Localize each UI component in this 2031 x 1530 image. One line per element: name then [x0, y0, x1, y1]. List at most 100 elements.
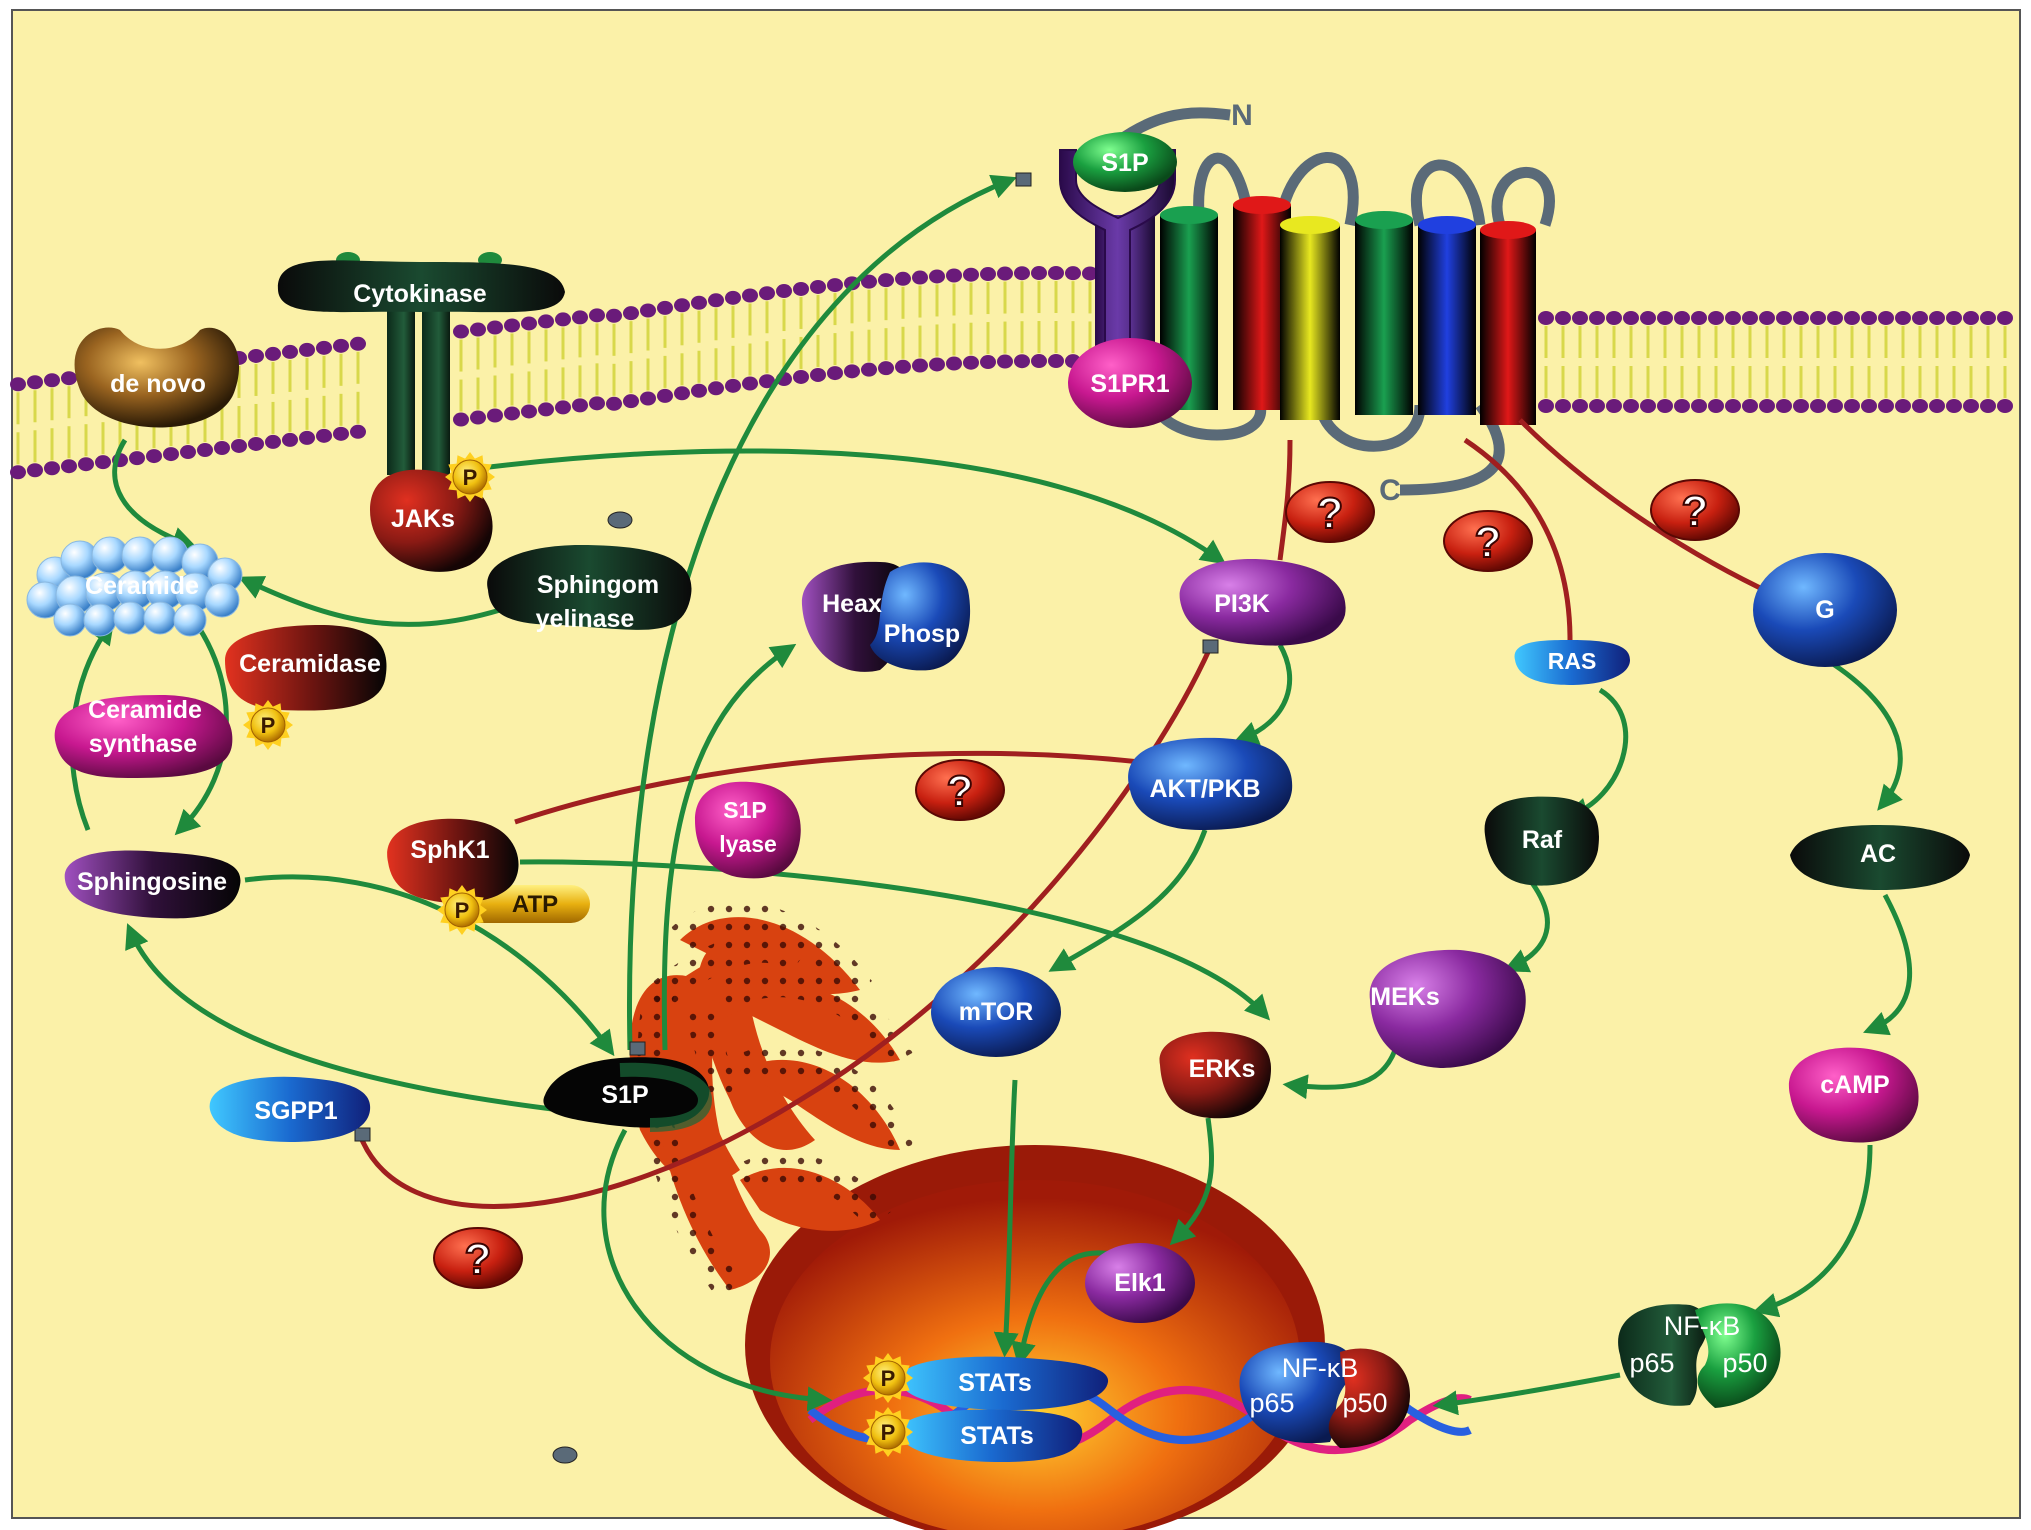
- s1p-lyase-label-2: lyase: [719, 831, 777, 857]
- connector-markers: [354, 172, 1219, 1464]
- s1p-ligand-label: S1P: [1101, 149, 1148, 177]
- erks-label: ERKs: [1189, 1055, 1256, 1083]
- phosphate-badge: P: [863, 1353, 913, 1403]
- link-receptor-ras: [1463, 437, 1573, 641]
- unknown-badge: ?: [1443, 510, 1533, 572]
- nfkb-cytoplasm-label: NF-κB: [1664, 1311, 1741, 1341]
- phosphate-label: P: [455, 898, 470, 923]
- receptor-s1pr1: S1P N C S1PR1: [1059, 99, 1555, 507]
- camp-label: cAMP: [1820, 1071, 1889, 1099]
- sphingomyelinase-node[interactable]: Sphingom yelinase: [487, 545, 692, 633]
- s1pr1-label: S1PR1: [1090, 370, 1169, 398]
- ac-label: AC: [1860, 840, 1896, 868]
- p50-nucleus-label: p50: [1342, 1388, 1387, 1418]
- s1p-ligand: [1073, 132, 1177, 192]
- phosphate-label: P: [463, 465, 478, 490]
- ceramide-label: Ceramide: [85, 572, 199, 600]
- elk1-node[interactable]: Elk1: [1085, 1243, 1195, 1323]
- sphingomyelinase-label-1: Sphingom: [537, 571, 659, 599]
- pi3k-label: PI3K: [1214, 590, 1270, 618]
- ras-label: RAS: [1548, 648, 1597, 674]
- ceramide-synthase-label-1: Ceramide: [88, 696, 202, 724]
- sphk1-label: SphK1: [410, 836, 489, 864]
- s1p-lyase-label-1: S1P: [723, 797, 766, 823]
- stats-node-1[interactable]: STATs: [899, 1356, 1109, 1410]
- mtor-node[interactable]: mTOR: [931, 967, 1061, 1057]
- unknown-badge: ?: [433, 1227, 523, 1289]
- sphk1-node[interactable]: ATP SphK1: [387, 818, 590, 923]
- phosphate-badge: P: [243, 700, 293, 750]
- phosphate-label: P: [881, 1366, 896, 1391]
- unknown-badge: ?: [915, 759, 1005, 821]
- nfkb-cytoplasm-node[interactable]: NF-κB p65 p50: [1618, 1303, 1781, 1408]
- erks-node[interactable]: ERKs: [1159, 1031, 1272, 1119]
- ceramide-synthase-node[interactable]: Ceramide synthase: [54, 695, 233, 778]
- sphingosine-node[interactable]: Sphingosine: [64, 850, 241, 919]
- ceramide-synthase-label-2: synthase: [89, 730, 197, 758]
- nfkb-nucleus-node[interactable]: NF-κB p65 p50: [1239, 1341, 1410, 1448]
- akt-pkb-node[interactable]: AKT/PKB: [1128, 737, 1293, 830]
- sgpp1-node[interactable]: SGPP1: [209, 1076, 371, 1142]
- meks-node[interactable]: MEKs: [1369, 949, 1526, 1068]
- phosphate-badges: P P P P P: [243, 452, 913, 1457]
- plasma-membrane: [10, 266, 2013, 480]
- unknown-label: ?: [947, 767, 974, 816]
- unknown-badges: ?????: [433, 479, 1740, 1289]
- s1pr1-node[interactable]: [1068, 338, 1192, 428]
- sphingosine-label: Sphingosine: [77, 868, 227, 896]
- phosphate-badge: P: [437, 885, 487, 935]
- sgpp1-label: SGPP1: [254, 1097, 337, 1125]
- akt-pkb-label: AKT/PKB: [1149, 775, 1260, 803]
- unknown-badge: ?: [1650, 479, 1740, 541]
- camp-node[interactable]: cAMP: [1788, 1047, 1919, 1143]
- stats-node-2[interactable]: STATs: [899, 1409, 1083, 1462]
- mtor-label: mTOR: [959, 998, 1034, 1026]
- stats-label-1: STATs: [958, 1369, 1032, 1397]
- nucleus-inner: [770, 1180, 1300, 1530]
- raf-node[interactable]: Raf: [1484, 796, 1599, 886]
- unknown-label: ?: [1317, 489, 1344, 538]
- phosphate-label: P: [261, 713, 276, 738]
- stats-label-2: STATs: [960, 1422, 1034, 1450]
- ac-node[interactable]: AC: [1790, 825, 1970, 890]
- jaks-label: JAKs: [391, 505, 455, 533]
- ras-node[interactable]: RAS: [1514, 640, 1630, 685]
- unknown-label: ?: [465, 1235, 492, 1284]
- c-terminus-label: C: [1379, 474, 1401, 507]
- phosphate-badge: P: [863, 1407, 913, 1457]
- phosphate-label: P: [881, 1420, 896, 1445]
- p65-nucleus-label: p65: [1249, 1388, 1294, 1418]
- p65-cytoplasm-label: p65: [1629, 1348, 1674, 1378]
- ceramide-node[interactable]: Ceramide: [26, 536, 243, 637]
- phosp-label: Phosp: [884, 620, 960, 648]
- cytokinase-label: Cytokinase: [353, 280, 486, 308]
- ceramidase-label: Ceramidase: [239, 650, 381, 678]
- nfkb-nucleus-label: NF-κB: [1282, 1353, 1359, 1383]
- raf-label: Raf: [1522, 826, 1563, 854]
- phosphate-badge: P: [445, 452, 495, 502]
- meks-label: MEKs: [1370, 983, 1439, 1011]
- hexadecenal-phosphate-node[interactable]: Heax Phosp: [801, 561, 971, 672]
- elk1-label: Elk1: [1114, 1269, 1166, 1297]
- atp-label: ATP: [512, 891, 558, 918]
- unknown-label: ?: [1682, 487, 1709, 536]
- pi3k-node[interactable]: PI3K: [1179, 559, 1346, 646]
- s1p-golgi-label: S1P: [601, 1081, 648, 1109]
- sphingomyelinase-label-2: yelinase: [536, 605, 635, 633]
- link-receptor-g: [1518, 418, 1777, 598]
- cytokinase-receptor: Cytokinase: [277, 252, 565, 475]
- unknown-badge: ?: [1285, 481, 1375, 543]
- unknown-label: ?: [1475, 518, 1502, 567]
- cytokinase-node[interactable]: [277, 260, 565, 313]
- activation-arrows: [69, 174, 1913, 1416]
- ceramidase-node[interactable]: Ceramidase: [225, 625, 387, 711]
- s1p-golgi-node[interactable]: S1P: [543, 1057, 713, 1132]
- g-protein-node[interactable]: G: [1753, 553, 1897, 667]
- heax-label: Heax: [822, 590, 882, 618]
- de-novo-node[interactable]: de novo: [74, 327, 240, 428]
- s1p-lyase-node[interactable]: S1P lyase: [695, 781, 801, 879]
- link-sphk1-akt: [514, 750, 1141, 825]
- de-novo-label: de novo: [110, 370, 206, 398]
- g-label: G: [1815, 596, 1834, 624]
